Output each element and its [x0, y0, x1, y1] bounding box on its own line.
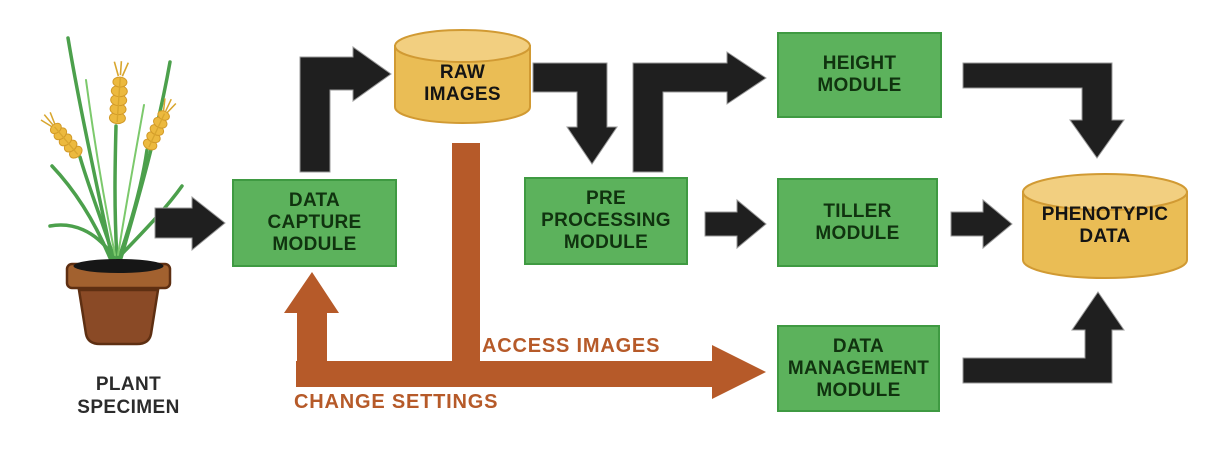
- wheat-head-icon: [108, 61, 130, 125]
- module-label-line: PROCESSING: [541, 210, 671, 231]
- module-label-line: MANAGEMENT: [787, 357, 930, 379]
- wheat-head-icon: [40, 112, 83, 159]
- data-management-module-node: DATA MANAGEMENT MODULE: [777, 325, 940, 412]
- arrow-to-height-module: [632, 51, 767, 173]
- raw-images-datastore: [394, 29, 531, 124]
- module-label-line: HEIGHT: [822, 53, 897, 74]
- arrow-plant-to-data-capture: [154, 195, 226, 252]
- data-capture-module-node: DATA CAPTURE MODULE: [232, 179, 397, 267]
- module-label-line: PRE: [586, 188, 626, 209]
- raw-images-label: RAW IMAGES: [424, 62, 501, 105]
- pre-processing-module-node: PRE PROCESSING MODULE: [524, 177, 688, 265]
- module-label-line: MODULE: [563, 232, 649, 253]
- tiller-module-node: TILLER MODULE: [777, 178, 938, 267]
- module-label-line: MODULE: [272, 234, 357, 255]
- arrow-data-management-to-phenotypic: [962, 291, 1125, 384]
- orange-feedback-arrows: [284, 143, 766, 399]
- access-images-label: ACCESS IMAGES: [482, 335, 661, 357]
- module-label-line: MODULE: [815, 222, 900, 244]
- wheat-head-icon: [142, 98, 177, 151]
- black-flow-arrows: [154, 46, 1125, 384]
- feedback-line-raw-images: [452, 143, 480, 387]
- arrow-raw-images-to-pre-processing: [532, 62, 618, 165]
- module-label-line: MODULE: [816, 379, 901, 401]
- change-settings-label: CHANGE SETTINGS: [294, 391, 499, 413]
- arrow-height-to-phenotypic: [962, 62, 1125, 159]
- height-module-node: HEIGHT MODULE: [777, 32, 942, 118]
- arrow-tiller-to-phenotypic: [950, 198, 1013, 250]
- arrow-pre-processing-to-tiller: [704, 198, 767, 250]
- arrow-data-capture-to-raw-images: [299, 46, 392, 173]
- plant-pot-icon: [65, 259, 172, 346]
- module-label-line: DATA: [832, 335, 885, 357]
- phenotypic-data-datastore: [1022, 173, 1188, 279]
- phenotypic-data-label: PHENOTYPIC DATA: [1041, 204, 1169, 247]
- module-label-line: DATA: [288, 190, 341, 211]
- arrow-change-settings-to-data-capture: [284, 272, 339, 387]
- module-label-line: CAPTURE: [267, 212, 362, 233]
- module-label-line: MODULE: [817, 75, 902, 96]
- arrow-access-images-to-data-management: [296, 345, 766, 399]
- plant-specimen-illustration: [40, 36, 184, 346]
- module-label-line: TILLER: [823, 200, 892, 222]
- plant-specimen-caption: PLANT SPECIMEN: [77, 374, 180, 418]
